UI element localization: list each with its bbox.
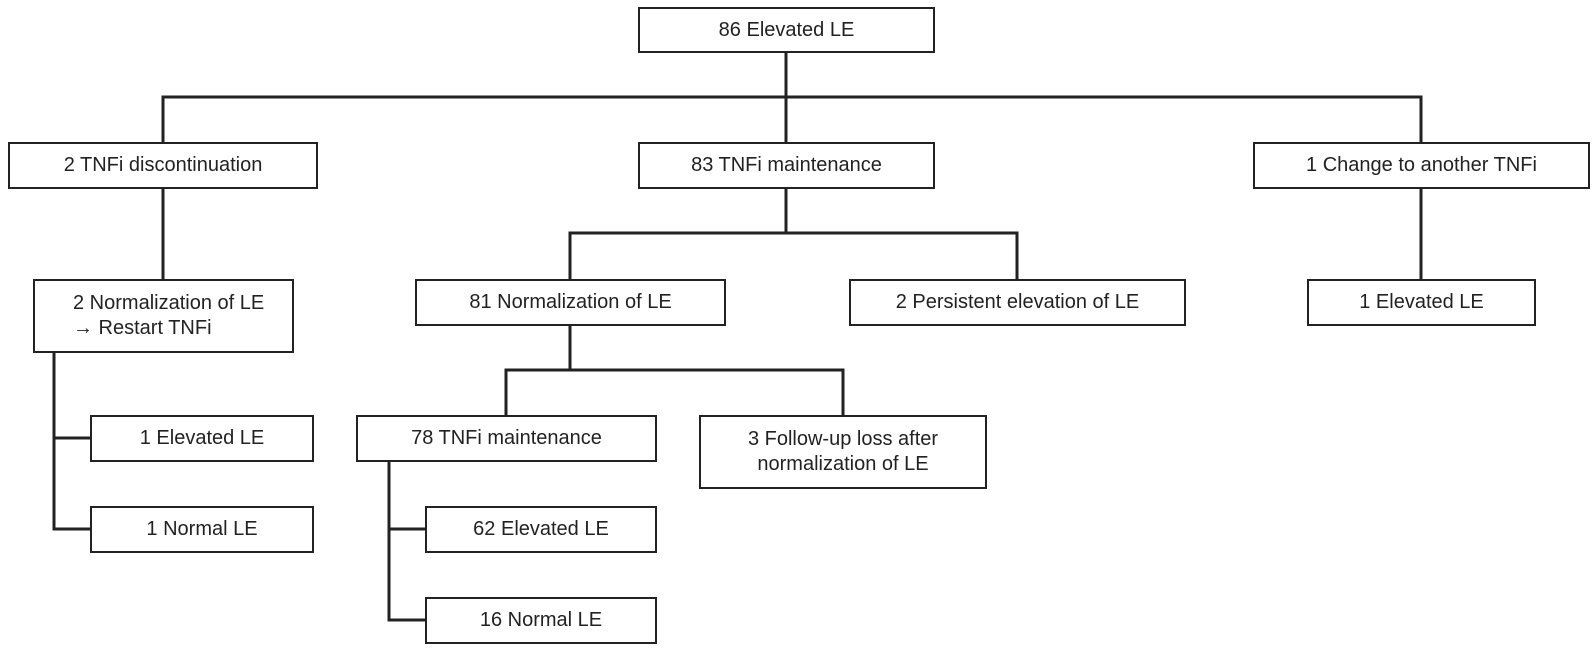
node-tnfi-maintenance-83: 83 TNFi maintenance — [638, 142, 935, 189]
node-restart-normal-le: 1 Normal LE — [90, 506, 314, 553]
node-label: 16 Normal LE — [479, 609, 603, 631]
node-label: 78 TNFi maintenance — [411, 427, 602, 449]
node-tnfi-maintenance-78: 78 TNFi maintenance — [356, 415, 657, 462]
node-normalization-restart-tnfi: 2 Normalization of LE → Restart TNFi — [33, 279, 294, 353]
node-tnfi-discontinuation: 2 TNFi discontinuation — [8, 142, 318, 189]
node-label: 2 Normalization of LE → Restart TNFi — [73, 292, 265, 339]
node-restart-elevated-le: 1 Elevated LE — [90, 415, 314, 462]
node-change-tnfi: 1 Change to another TNFi — [1253, 142, 1590, 189]
node-label: 1 Elevated LE — [139, 427, 265, 449]
node-label: 1 Change to another TNFi — [1306, 154, 1537, 176]
node-normalization-81: 81 Normalization of LE — [415, 279, 726, 326]
node-label: 1 Elevated LE — [1359, 291, 1484, 313]
node-label: 2 TNFi discontinuation — [63, 154, 263, 176]
node-label: 3 Follow-up loss after normalization of … — [747, 428, 939, 475]
node-follow-up-loss: 3 Follow-up loss after normalization of … — [699, 415, 987, 489]
node-label: 86 Elevated LE — [718, 18, 855, 41]
node-normal-16: 16 Normal LE — [425, 597, 657, 644]
node-label: 1 Normal LE — [146, 518, 258, 540]
node-change-elevated-le: 1 Elevated LE — [1307, 279, 1536, 326]
node-elevated-62: 62 Elevated LE — [425, 506, 657, 553]
node-label: 2 Persistent elevation of LE — [895, 291, 1140, 313]
node-label: 62 Elevated LE — [473, 518, 609, 540]
node-label: 83 TNFi maintenance — [691, 154, 882, 176]
node-persistent-elevation: 2 Persistent elevation of LE — [849, 279, 1186, 326]
node-86-elevated-le: 86 Elevated LE — [638, 7, 935, 53]
node-label: 81 Normalization of LE — [469, 291, 672, 313]
